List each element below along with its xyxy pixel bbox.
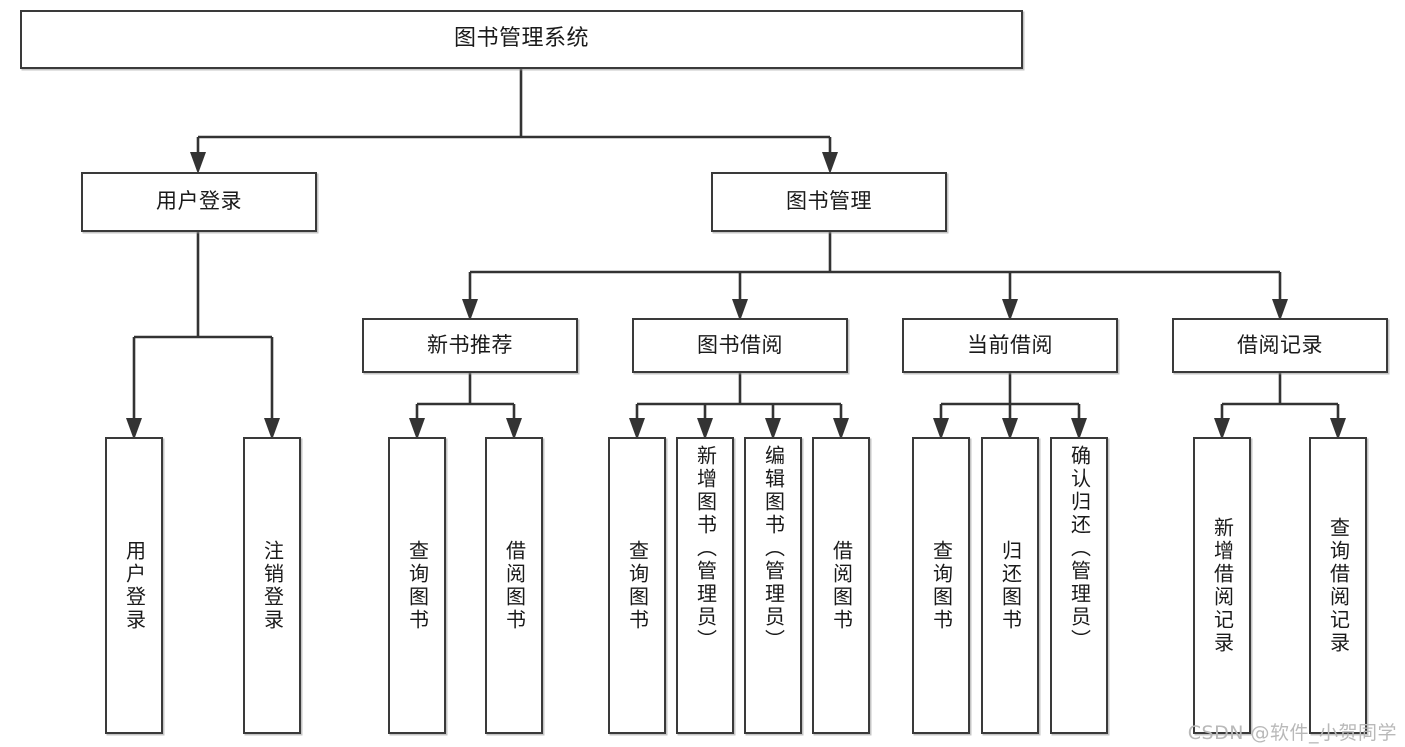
leaf-bb-borrow-book[interactable]: 借阅图书 [812, 437, 870, 734]
node-root-label: 图书管理系统 [453, 26, 589, 52]
node-new-book-recommend[interactable]: 新书推荐 [362, 318, 578, 373]
leaf-user-login[interactable]: 用户登录 [105, 437, 163, 734]
node-user-login-label: 用户登录 [156, 189, 242, 214]
leaf-br-add-record-label: 新增借阅记录 [1210, 516, 1235, 655]
node-root[interactable]: 图书管理系统 [20, 10, 1023, 69]
leaf-br-add-record[interactable]: 新增借阅记录 [1193, 437, 1251, 734]
node-book-management-label: 图书管理 [786, 189, 872, 214]
leaf-br-query-record-label: 查询借阅记录 [1326, 516, 1351, 655]
leaf-bb-query-book-label: 查询图书 [625, 539, 650, 632]
leaf-user-login-label: 用户登录 [122, 539, 147, 632]
leaf-cb-query-book[interactable]: 查询图书 [912, 437, 970, 734]
node-book-borrow-label: 图书借阅 [697, 332, 783, 357]
leaf-br-query-record[interactable]: 查询借阅记录 [1309, 437, 1367, 734]
node-borrow-record-label: 借阅记录 [1237, 332, 1323, 357]
leaf-cb-confirm-return-label: 确认归还（管理员） [1067, 445, 1092, 652]
node-borrow-record[interactable]: 借阅记录 [1172, 318, 1388, 373]
node-book-management[interactable]: 图书管理 [711, 172, 947, 232]
node-user-login[interactable]: 用户登录 [81, 172, 317, 232]
leaf-bb-edit-book-label: 编辑图书（管理员） [761, 445, 786, 652]
leaf-cb-query-book-label: 查询图书 [929, 539, 954, 632]
leaf-bb-add-book[interactable]: 新增图书（管理员） [676, 437, 734, 734]
node-current-borrow-label: 当前借阅 [967, 332, 1053, 357]
arrowheads [126, 152, 1346, 440]
leaf-nb-borrow-book-label: 借阅图书 [502, 539, 527, 632]
node-book-borrow[interactable]: 图书借阅 [632, 318, 848, 373]
node-current-borrow[interactable]: 当前借阅 [902, 318, 1118, 373]
leaf-cb-confirm-return[interactable]: 确认归还（管理员） [1050, 437, 1108, 734]
leaf-bb-query-book[interactable]: 查询图书 [608, 437, 666, 734]
leaf-nb-borrow-book[interactable]: 借阅图书 [485, 437, 543, 734]
leaf-cb-return-book[interactable]: 归还图书 [981, 437, 1039, 734]
leaf-nb-query-book[interactable]: 查询图书 [388, 437, 446, 734]
leaf-logout-label: 注销登录 [260, 539, 285, 632]
leaf-bb-borrow-book-label: 借阅图书 [829, 539, 854, 632]
leaf-bb-edit-book[interactable]: 编辑图书（管理员） [744, 437, 802, 734]
node-new-book-recommend-label: 新书推荐 [427, 332, 513, 357]
leaf-cb-return-book-label: 归还图书 [998, 539, 1023, 632]
leaf-logout[interactable]: 注销登录 [243, 437, 301, 734]
leaf-bb-add-book-label: 新增图书（管理员） [693, 445, 718, 652]
leaf-nb-query-book-label: 查询图书 [405, 539, 430, 632]
